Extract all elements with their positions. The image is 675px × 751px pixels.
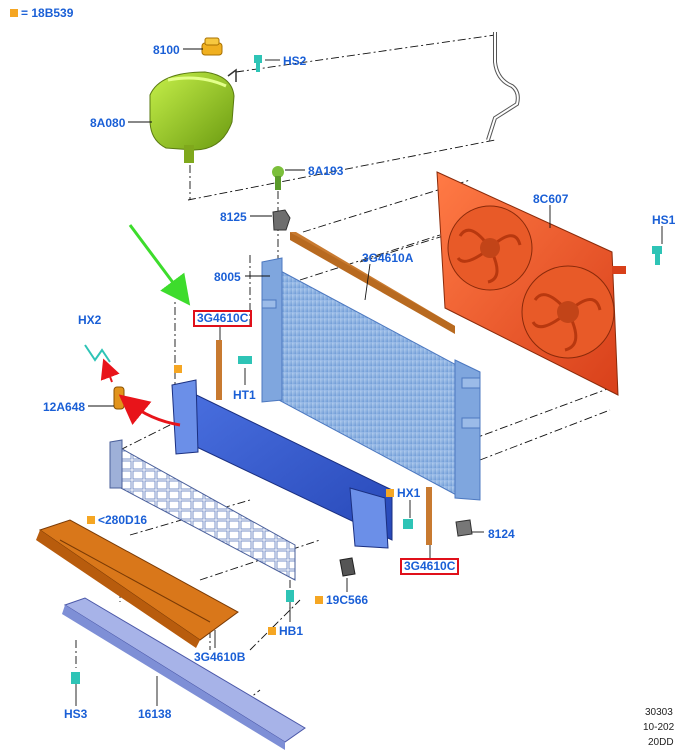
grille-screen [109, 439, 296, 581]
callout-square-hx1 [386, 489, 394, 497]
label-ht1: HT1 [233, 388, 256, 402]
callout-square-280d16 [87, 516, 95, 524]
red-arrow-upper [100, 358, 120, 383]
bolt-ht1 [238, 356, 252, 364]
label-hs3: HS3 [64, 707, 88, 721]
label-3g4610a: 3G4610A [362, 251, 414, 265]
label-8005: 8005 [214, 270, 241, 284]
strip-3g4610c-bottom [426, 487, 432, 545]
label-280d16: <280D16 [87, 513, 147, 527]
callout-square-19c566 [315, 596, 323, 604]
filler-cap [201, 37, 223, 56]
label-8125: 8125 [220, 210, 247, 224]
reinforcement-16138 [62, 597, 306, 750]
mount-8124 [455, 519, 473, 537]
footer-code-1: 30303 [645, 707, 673, 718]
label-hb1-text: HB1 [279, 624, 304, 638]
label-hs1: HS1 [652, 213, 675, 227]
label-19c566: 19C566 [315, 593, 368, 607]
label-hx2: HX2 [78, 313, 102, 327]
label-8100: 8100 [153, 43, 180, 57]
legend: = 18B539 [10, 6, 73, 20]
clip-12a648 [113, 386, 125, 410]
label-8a193: 8A193 [308, 164, 344, 178]
bolt-hs1 [652, 246, 662, 265]
callout-square-hb1 [268, 627, 276, 635]
clip-hs2 [254, 55, 262, 72]
clip-hx2 [84, 344, 111, 363]
label-12a648: 12A648 [43, 400, 86, 414]
expansion-tank [149, 68, 237, 163]
legend-text: = 18B539 [21, 6, 74, 20]
label-280d16-text: <280D16 [98, 513, 148, 527]
radiator-core [261, 257, 481, 501]
red-arrow-lower [118, 394, 181, 427]
callout-square-cooler [174, 365, 182, 373]
bolt-hs3 [71, 672, 80, 684]
footer-code-3: 20DD [648, 737, 674, 748]
fan-shroud [436, 171, 626, 396]
label-hb1: HB1 [268, 624, 303, 638]
strip-3g4610c-top [216, 340, 222, 400]
label-hx1: HX1 [386, 486, 420, 500]
label-8a080: 8A080 [90, 116, 126, 130]
seal-3g4610a [290, 232, 455, 334]
bolt-hb1 [286, 590, 294, 602]
label-19c566-text: 19C566 [326, 593, 369, 607]
label-pointers [75, 48, 663, 706]
label-3g4610c-top: 3G4610C [193, 310, 253, 327]
label-hs2: HS2 [283, 54, 307, 68]
label-hx1-text: HX1 [397, 486, 421, 500]
label-3g4610c-bottom: 3G4610C [400, 558, 460, 575]
legend-swatch [10, 9, 18, 17]
bolt-hx1 [403, 519, 413, 529]
footer-code-2: 10-202 [643, 722, 675, 733]
green-arrow [128, 224, 191, 306]
isolator-8125 [272, 209, 291, 231]
mount-19c566 [339, 557, 356, 577]
label-8124: 8124 [488, 527, 515, 541]
label-8c607: 8C607 [533, 192, 569, 206]
air-deflector [36, 519, 239, 648]
label-16138: 16138 [138, 707, 172, 721]
charge-air-cooler [171, 379, 393, 549]
hose-highlight [487, 32, 519, 141]
label-3g4610b: 3G4610B [194, 650, 246, 664]
bleed-fitting-8a193 [272, 166, 284, 190]
